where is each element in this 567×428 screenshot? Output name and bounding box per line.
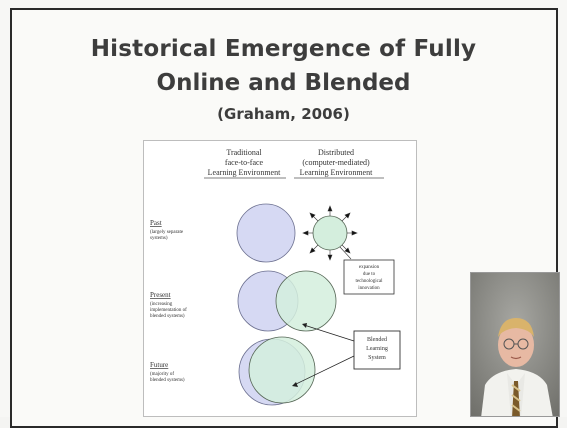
col-traditional-line-3: Learning Environment [208,168,281,177]
blended-note-box [353,330,401,370]
blended-pointer-future [293,355,355,386]
blended-note-line-1: Blended [367,337,387,343]
past-distributed-circle [312,215,348,251]
row-past-desc-2: systems) [150,236,168,241]
presenter-photo [470,272,560,417]
blended-note-line-2: Learning [366,346,388,352]
present-distributed-circle [275,270,337,332]
blended-pointer-present-head [302,323,307,328]
row-present-label: Present [150,291,171,299]
blended-pointer-present [303,324,355,342]
expansion-note-line-4: innovation [358,286,380,291]
col-traditional-line-1: Traditional [226,148,262,157]
col-traditional-line-2: face-to-face [225,158,264,167]
future-distributed-circle [248,336,316,404]
expansion-note-box [343,259,395,295]
row-present-desc-1: (increasing [150,302,173,307]
row-future-desc-1: (majority of [150,372,174,377]
row-past-label: Past [150,219,162,227]
past-traditional-circle [236,203,296,263]
expansion-note-pointer [339,246,352,260]
col-distributed-line-1: Distributed [318,148,354,157]
presenter-portrait [471,273,559,416]
diagram-svg: Traditional face-to-face Learning Enviro… [150,148,401,406]
slide-citation: (Graham, 2006) [217,105,350,123]
row-future-desc-2: blended systems) [150,378,185,383]
col-distributed-line-2: (computer-mediated) [302,158,370,167]
expansion-spokes [302,205,358,261]
slide: Historical Emergence of Fully Online and… [10,8,560,428]
col-distributed-line-3: Learning Environment [300,168,373,177]
expansion-note-line-2: due to [363,272,376,277]
diagram-figure: Traditional face-to-face Learning Enviro… [143,140,417,417]
row-present-desc-3: blended systems) [150,314,185,319]
expansion-note-line-3: technological [356,279,384,284]
blended-note-line-3: System [368,355,386,361]
slide-title-line-2: Online and Blended [156,70,411,96]
row-future-label: Future [150,361,168,369]
row-past-desc-1: (largely separate [150,230,184,235]
blended-pointer-future-head [292,382,298,387]
row-present-desc-2: implementation of [150,308,187,313]
expansion-note-line-1: expansion [359,265,380,270]
slide-title-line-1: Historical Emergence of Fully [90,36,477,62]
